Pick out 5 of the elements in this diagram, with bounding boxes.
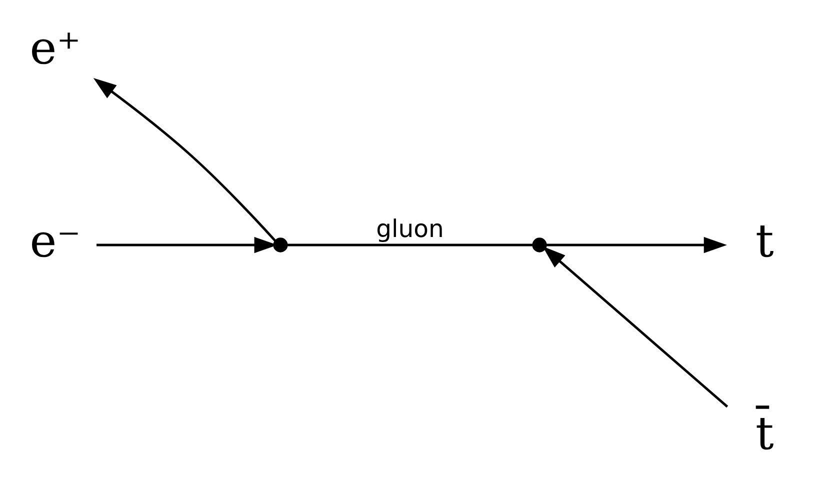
edge-label: gluon (376, 214, 444, 244)
node-text: t (756, 214, 774, 268)
node-text: t̄ (756, 407, 774, 460)
node-text: e⁻ (30, 214, 81, 268)
node-text: e⁺ (30, 22, 81, 75)
